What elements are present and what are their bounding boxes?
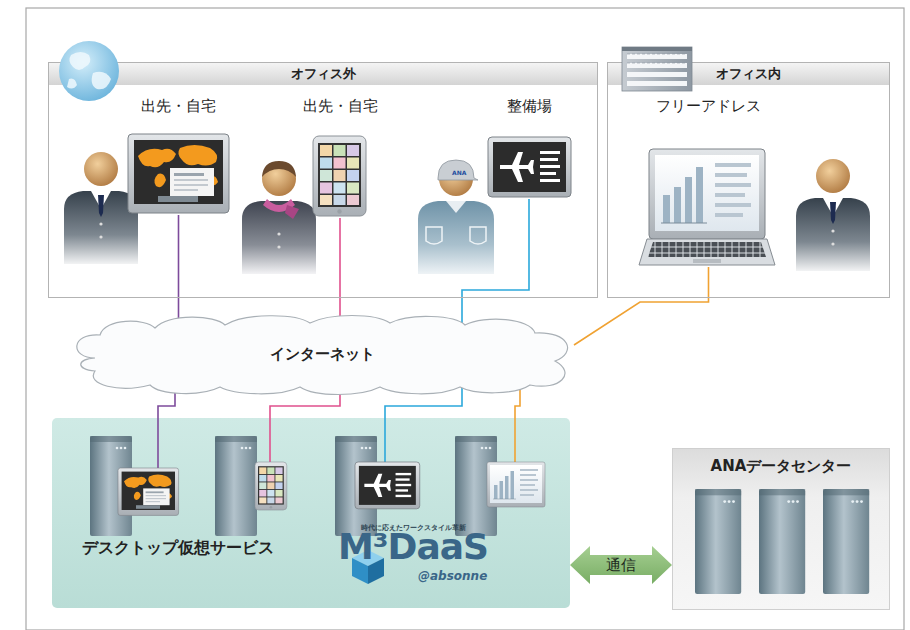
network-line [178,215,180,325]
laptop-icon [641,97,776,267]
shape-use [759,489,805,594]
datacenter-box: ANAデータセンター [672,448,890,610]
globe-icon [59,41,119,101]
shape-line [514,418,516,464]
shape-path [648,242,766,257]
shape-use [313,136,366,216]
service-box: デスクトップ仮想サービス [52,418,570,608]
shape-use [649,149,765,239]
shape-line [269,418,271,464]
node-text: ANAデータセンター [711,457,852,476]
network-line [339,218,341,325]
shape-rect [627,63,687,68]
person-mechanic [418,160,494,274]
shape-use [796,159,870,271]
logo-sub: @absonne [418,569,487,583]
shape-rect [627,81,687,86]
device-node: フリーアドレス [641,97,776,267]
shape-path [285,205,299,219]
outer-frame [26,8,904,630]
node-text: 出先・自宅 [141,97,216,116]
shape-path [627,54,687,63]
device-node: 整備場 [479,97,579,199]
shape-rect [693,259,721,263]
network-line [515,387,520,418]
building-icon [622,47,692,91]
shape-rect [627,72,687,77]
shape-rect [608,63,889,85]
shape-path [69,52,90,70]
shape-use [215,436,257,536]
shape-circle [277,245,280,248]
shape-line [384,418,386,464]
device-node: 出先・自宅 [121,97,236,215]
shape-path [67,79,77,89]
logo-text: M³DaaS [338,527,488,567]
shape-use [255,462,287,510]
shape-path [470,227,486,244]
node-text: インターネット [270,345,375,364]
shape-path [418,201,494,274]
shape-path [77,316,568,395]
shape-path [92,72,111,89]
network-line [574,267,709,345]
node-text: オフィス外 [291,63,356,85]
shape-path [639,239,775,265]
region-panel: オフィス外 出先・自宅 出先・自宅 整備場 [48,62,598,298]
node-text: オフィス内 [716,63,781,85]
server-farm-art [52,418,570,608]
person-scarf [242,161,316,274]
edge-label: 通信 [606,556,636,575]
shape-path [446,201,466,213]
shape-circle [262,162,296,196]
node-text: フリーアドレス [656,97,761,116]
shape-rect [49,63,597,85]
shape-use [487,462,545,507]
shape-use [64,152,138,264]
node-text: 整備場 [507,97,552,116]
device-node: 出先・自宅 [296,97,384,218]
shape-use [823,489,869,594]
shape-use [118,468,179,515]
node-text: デスクトップ仮想サービス [82,538,274,558]
shape-path [426,227,442,244]
shape-use [488,137,571,197]
cap-badge: ANA [452,169,466,176]
shape-rect [627,54,687,59]
shape-use [128,134,229,213]
shape-circle [59,41,119,101]
shape-rect [622,47,692,91]
shape-line [157,418,159,470]
shape-circle [277,232,280,235]
double-arrow [570,546,672,584]
shape-path [438,160,478,180]
shape-use [355,462,420,509]
shape-path [262,161,296,177]
shape-use [695,489,741,594]
internet-cloud: インターネット [65,313,580,395]
tablet-icon [296,97,384,218]
shape-rect [622,47,692,51]
node-text: 出先・自宅 [303,97,378,116]
region-panel: オフィス内 フリーアドレス [607,62,890,298]
